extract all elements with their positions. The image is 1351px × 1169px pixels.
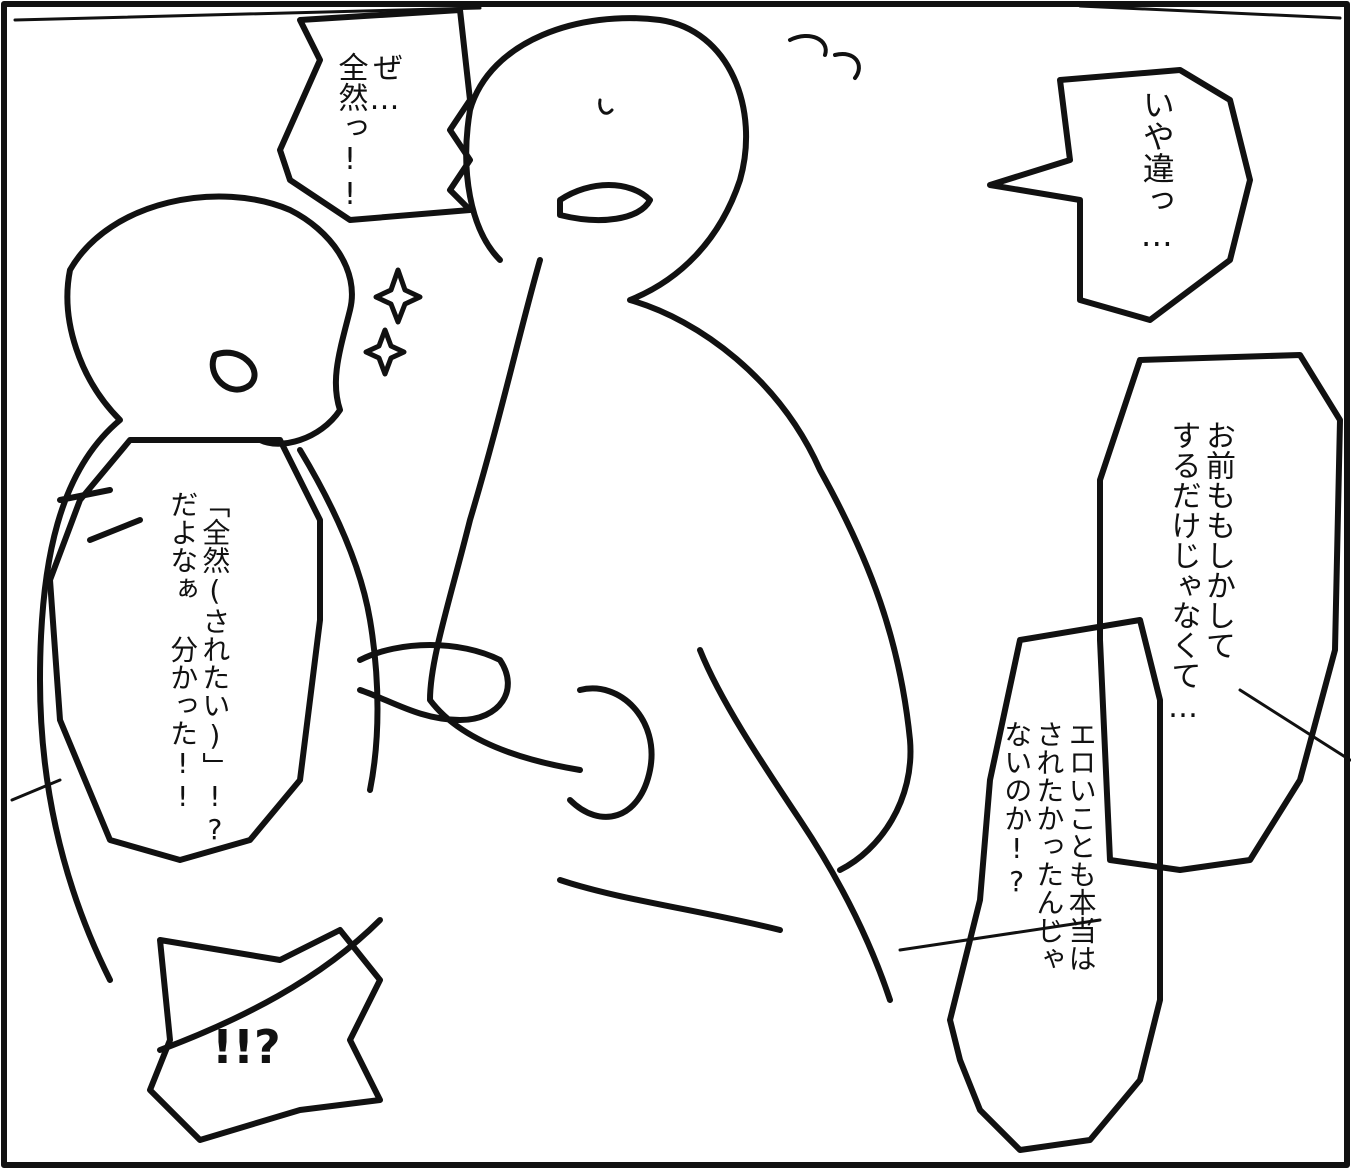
balloon-ero-text: エロいことも本当は されたかったんじゃ ないのか!?: [1000, 720, 1098, 972]
background-lines: [10, 4, 1351, 952]
balloon-exclaim: [147, 927, 383, 1143]
sparkle-mark: [363, 267, 423, 377]
face-mark: [598, 98, 614, 115]
balloon-ero: [947, 617, 1163, 1153]
balloon-exclaim-text: !!?: [212, 1020, 281, 1074]
balloon-zenzen-text: 「全然(されたい)」!? だよなぁ 分かった!!: [166, 490, 232, 846]
balloon-zenzen: [47, 437, 323, 863]
balloon-ze-text: ぜ… 全然っ!!: [332, 52, 403, 212]
balloon-iya: [987, 67, 1253, 323]
balloon-omae: [1097, 352, 1343, 873]
balloon-iya-text: いや違っ…: [1137, 88, 1176, 254]
motion-marks: [788, 34, 861, 80]
figure-center: [357, 15, 914, 1003]
balloon-ze: [277, 7, 473, 223]
balloon-omae-text: お前ももしかして するだけじゃなくて…: [1165, 420, 1236, 725]
figure-left: [37, 193, 383, 1053]
